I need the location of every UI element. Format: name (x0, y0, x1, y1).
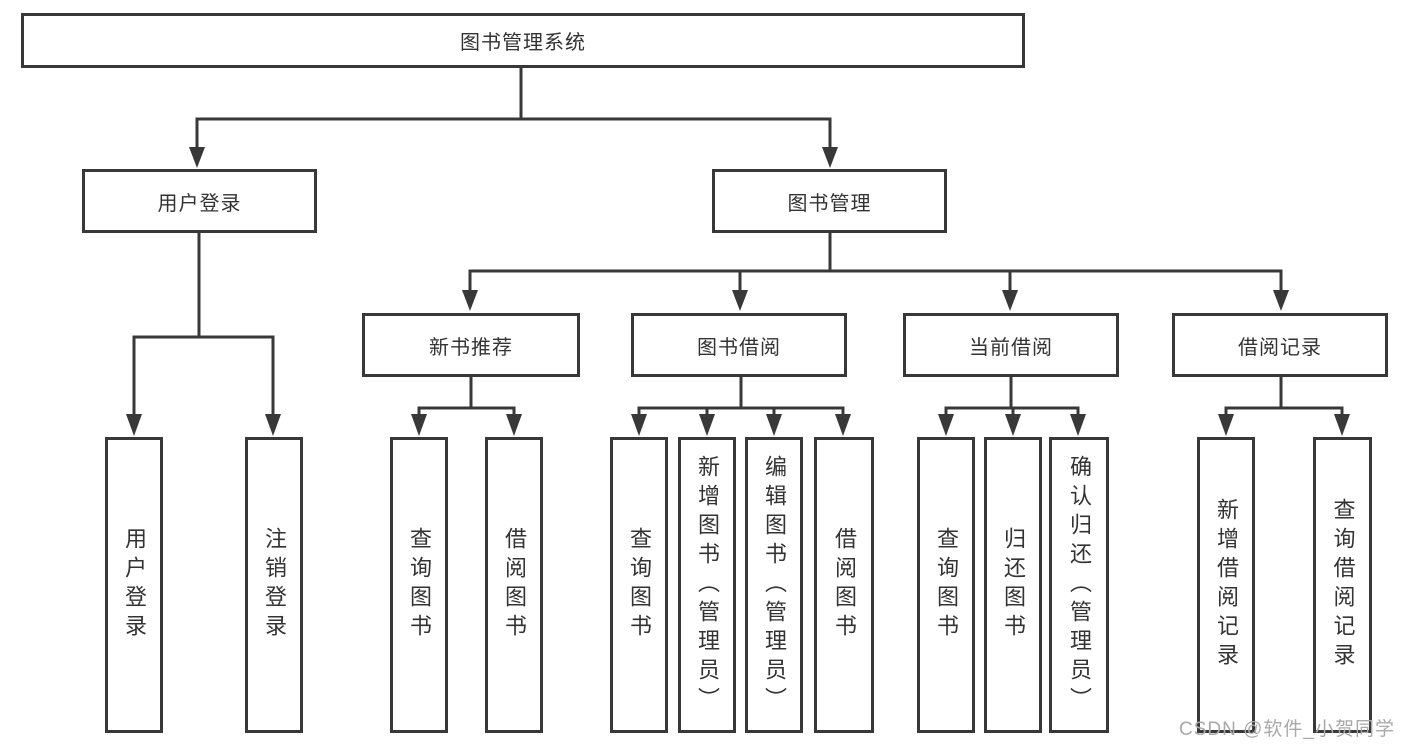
leaf-label: 编辑图书（管理员） (762, 454, 787, 716)
leaf-add-borrow-record: 新增借阅记录 (1197, 437, 1255, 733)
leaf-edit-book-admin: 编辑图书（管理员） (745, 437, 803, 733)
leaf-logout: 注销登录 (245, 437, 303, 733)
node-current-borrowing: 当前借阅 (903, 313, 1119, 377)
leaf-borrow-book-recommend: 借阅图书 (485, 437, 543, 733)
leaf-label: 归还图书 (1001, 527, 1026, 643)
leaf-label: 借阅图书 (502, 527, 527, 643)
leaf-query-book-current: 查询图书 (917, 437, 975, 733)
node-book-management: 图书管理 (712, 169, 947, 233)
leaf-label: 查询图书 (407, 527, 432, 643)
leaf-label: 新增图书（管理员） (695, 454, 720, 716)
leaf-label: 用户登录 (122, 527, 147, 643)
leaf-label: 新增借阅记录 (1214, 498, 1239, 672)
watermark: CSDN @软件_小贺同学 (1179, 719, 1395, 740)
leaf-borrow-book: 借阅图书 (814, 437, 874, 733)
leaf-add-book-admin: 新增图书（管理员） (678, 437, 736, 733)
leaf-label: 查询借阅记录 (1330, 498, 1356, 672)
leaf-label: 注销登录 (262, 527, 287, 643)
leaf-user-login: 用户登录 (105, 437, 163, 733)
leaf-query-book-recommend: 查询图书 (390, 437, 448, 733)
node-new-book-recommend: 新书推荐 (362, 313, 580, 377)
leaf-query-borrow-record: 查询借阅记录 (1313, 437, 1372, 733)
node-borrowing-records: 借阅记录 (1172, 313, 1388, 377)
leaf-label: 借阅图书 (832, 527, 857, 643)
leaf-confirm-return-admin: 确认归还（管理员） (1049, 437, 1109, 733)
leaf-label: 查询图书 (934, 527, 959, 643)
node-user-login: 用户登录 (82, 169, 317, 233)
leaf-return-book: 归还图书 (984, 437, 1042, 733)
node-library-management-system: 图书管理系统 (21, 13, 1025, 68)
leaf-label: 确认归还（管理员） (1067, 454, 1092, 716)
leaf-label: 查询图书 (627, 527, 652, 643)
node-book-borrowing: 图书借阅 (631, 313, 847, 377)
leaf-query-book-borrowing: 查询图书 (610, 437, 668, 733)
